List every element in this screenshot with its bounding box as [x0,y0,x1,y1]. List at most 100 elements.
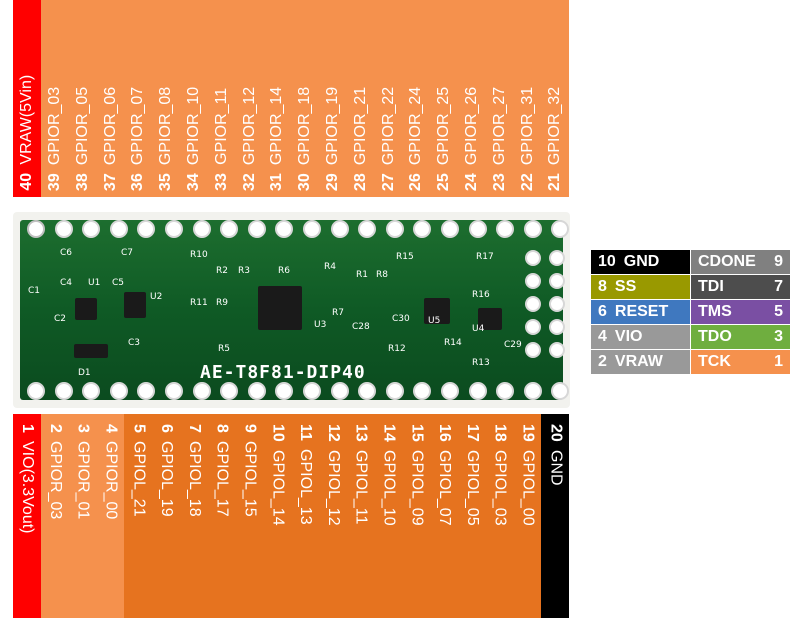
silkscreen-label: D1 [78,368,91,378]
pin-number: 30 [296,173,314,191]
silkscreen-label: C5 [112,278,125,288]
regulator-u1 [75,298,97,320]
jtag-pin-name: TDI [698,278,724,295]
pin-pad [192,220,211,238]
pin-name: GPIOR_21 [351,86,369,166]
jtag-pin-number: 9 [774,253,783,270]
jtag-pad [549,273,565,289]
silkscreen-label: R9 [216,298,228,308]
pin-pad [82,220,101,238]
pin-number: 33 [212,173,230,191]
pin-pad [220,220,239,238]
jtag-pad [549,342,565,358]
pin-name: GPIOR_08 [157,86,175,166]
pin-pad [247,382,266,400]
pin-name: VRAW(5Vin) [18,75,36,166]
silkscreen-label: R14 [444,338,462,348]
jtag-pin-name: TCK [698,353,731,370]
pin-pad [413,220,432,238]
pin-number: 37 [101,173,119,191]
regulator-u2 [124,292,146,318]
silkscreen-label: U2 [150,292,163,302]
pin-number: 12 [324,424,342,442]
silkscreen-label: C29 [504,340,522,350]
silkscreen-label: R11 [190,298,208,308]
pin-number: 22 [518,173,536,191]
fpga-chip [258,286,302,330]
pin-pad [82,382,101,400]
pin-name: GPIOL_21 [130,440,148,517]
pin-pad [551,382,570,400]
pin-number: 11 [297,424,315,441]
pin-number: 14 [380,424,398,442]
pin-name: GPIOR_12 [240,86,258,166]
pin-name: GPIOR_18 [296,86,314,166]
pin-number: 27 [379,173,397,191]
pin-pad [496,382,515,400]
pin-name: GPIOL_03 [491,449,509,526]
pin-number: 25 [435,173,453,191]
pin-name: GPIOR_03 [45,86,63,166]
jtag-pin-number: 6 [598,303,607,320]
pin-pad [27,220,45,238]
pin-name: GPIOR_01 [74,440,92,520]
pin-number: 7 [185,424,203,433]
top-pin-label: 40 VRAW(5Vin) [13,0,42,197]
pin-number: 40 [18,173,36,191]
pin-name: GPIOL_10 [380,449,398,526]
pin-pad [109,220,128,238]
pin-pad [109,382,128,400]
pin-name: GPIOL_09 [408,449,426,526]
silkscreen-label: C1 [28,286,41,296]
pin-name: GPIOL_17 [213,440,231,517]
pin-name: GPIOR_31 [518,86,536,166]
pin-pad [192,382,211,400]
silkscreen-label: U3 [314,320,327,330]
silkscreen-label: C28 [352,322,370,332]
pin-pad [137,220,156,238]
jtag-pad [525,296,541,312]
pin-name: GPIOL_11 [352,449,370,525]
pin-number: 34 [184,173,202,191]
pin-number: 36 [129,173,147,191]
silkscreen-label: U4 [472,324,485,334]
pin-pad [220,382,239,400]
osc-u4 [478,308,502,330]
silkscreen-label: R2 [216,266,228,276]
pin-pad [137,382,156,400]
pin-number: 31 [268,173,286,191]
pin-pad [441,382,459,400]
silkscreen-label: R13 [472,358,490,368]
pin-pad [330,220,349,238]
pin-pad [523,382,542,400]
pin-number: 38 [73,173,91,191]
jtag-pad [525,342,541,358]
jtag-pin-number: 5 [774,303,783,320]
pin-number: 6 [158,424,176,433]
pin-name: GPIOL_15 [241,440,259,517]
